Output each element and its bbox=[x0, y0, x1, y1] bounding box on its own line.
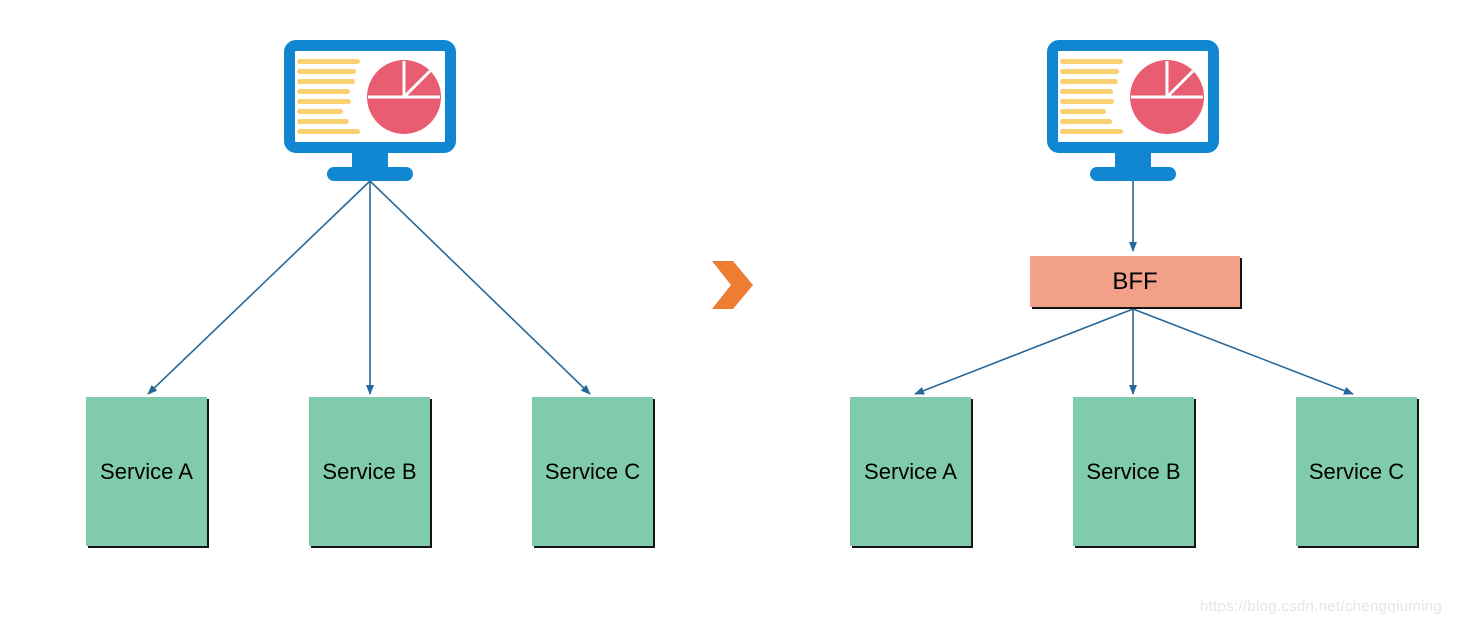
monitor-screen bbox=[284, 40, 456, 153]
bff-label: BFF bbox=[1112, 267, 1158, 295]
text-line-icon bbox=[297, 69, 356, 74]
monitor-stand-base bbox=[327, 167, 413, 181]
text-line-icon bbox=[297, 89, 350, 94]
screen-text-lines-icon bbox=[1060, 59, 1130, 139]
arrow-bff-to-service-a bbox=[914, 308, 1134, 395]
text-line-icon bbox=[1060, 89, 1113, 94]
service-box-b-left: Service B bbox=[309, 397, 430, 546]
text-line-icon bbox=[1060, 119, 1112, 124]
monitor-screen bbox=[1047, 40, 1219, 153]
text-line-icon bbox=[297, 119, 349, 124]
service-label: Service A bbox=[100, 458, 193, 484]
watermark-url: https://blog.csdn.net/chengqiuming bbox=[1199, 598, 1442, 615]
text-line-icon bbox=[1060, 69, 1119, 74]
service-label: Service B bbox=[322, 458, 417, 484]
text-line-icon bbox=[297, 129, 360, 134]
text-line-icon bbox=[1060, 79, 1118, 84]
text-line-icon bbox=[1060, 109, 1106, 114]
bff-box: BFF bbox=[1030, 256, 1240, 307]
monitor-stand-neck bbox=[352, 151, 388, 170]
service-label: Service C bbox=[544, 458, 641, 484]
screen-text-lines-icon bbox=[297, 59, 367, 139]
text-line-icon bbox=[1060, 129, 1123, 134]
text-line-icon bbox=[297, 59, 360, 64]
text-line-icon bbox=[297, 79, 355, 84]
service-box-c-left: Service C bbox=[532, 397, 653, 546]
text-line-icon bbox=[297, 99, 351, 104]
pie-chart-icon bbox=[1130, 60, 1204, 134]
monitor-stand-base bbox=[1090, 167, 1176, 181]
chevron-right-icon bbox=[712, 261, 753, 309]
client-monitor-icon bbox=[284, 40, 456, 181]
service-label: Service B bbox=[1086, 458, 1181, 484]
pie-chart-icon bbox=[367, 60, 441, 134]
arrow-bff-to-service-c bbox=[1132, 308, 1354, 395]
service-label: Service A bbox=[864, 458, 957, 484]
text-line-icon bbox=[1060, 99, 1114, 104]
service-box-a-right: Service A bbox=[850, 397, 971, 546]
text-line-icon bbox=[1060, 59, 1123, 64]
service-label: Service C bbox=[1308, 458, 1405, 484]
client-monitor-icon bbox=[1047, 40, 1219, 181]
monitor-stand-neck bbox=[1115, 151, 1151, 170]
service-box-a-left: Service A bbox=[86, 397, 207, 546]
arrow-client-to-service-c-left bbox=[369, 180, 591, 395]
service-box-b-right: Service B bbox=[1073, 397, 1194, 546]
service-box-c-right: Service C bbox=[1296, 397, 1417, 546]
arrow-client-to-service-a-left bbox=[147, 180, 371, 395]
text-line-icon bbox=[297, 109, 343, 114]
